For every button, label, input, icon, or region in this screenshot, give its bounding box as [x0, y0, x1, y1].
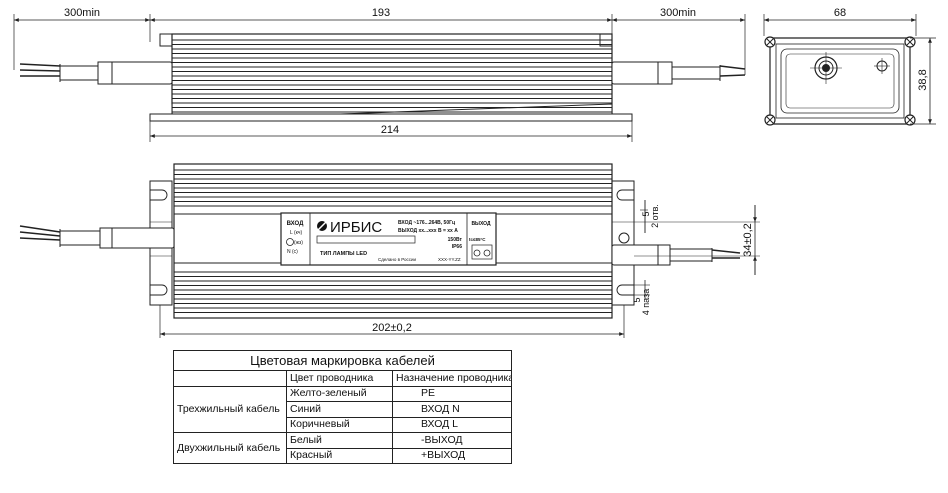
dim-top-left-cable: 300min [64, 7, 100, 19]
top-view [13, 14, 746, 142]
table-row: Коричневый ВХОД L [174, 416, 512, 433]
label-spec-line2: ВЫХОД xx...xxx В = xx А [398, 228, 458, 234]
front-view [19, 163, 760, 338]
label-input-title: ВХОД [287, 221, 305, 227]
table-group-name: Двухжильный кабель [173, 432, 287, 464]
table-cell-color: Белый [286, 432, 393, 449]
label-brand: ИРБИС [330, 219, 382, 236]
screw-icon [904, 114, 916, 126]
dim-end-width: 68 [834, 7, 846, 19]
table-cell-color: Синий [286, 401, 393, 418]
label-lamp-type: ТИП ЛАМПЫ LED [320, 251, 367, 257]
label-made-in: Сделано в России [378, 257, 417, 262]
label-ip: IP66 [452, 244, 463, 250]
table-header-cell [173, 370, 287, 387]
table-cell-purpose: PE [392, 385, 512, 402]
table-cell-color: Красный [286, 447, 393, 464]
table-row: Красный +ВЫХОД [174, 447, 512, 464]
dim-end-height: 38,8 [917, 69, 929, 90]
table-header-cell: Цвет проводника [286, 370, 393, 387]
table-cell-purpose: ВХОД L [392, 416, 512, 433]
dim-top-total: 214 [381, 124, 399, 136]
label-tc: tc≤85°C [469, 237, 486, 242]
table-header-cell: Назначение проводника [392, 370, 512, 387]
brand-logo-icon [316, 220, 328, 232]
dim-top-body: 193 [372, 7, 390, 19]
cable-color-table: Цветовая маркировка кабелей Цвет проводн… [173, 350, 512, 464]
label-input-line: N (с) [287, 249, 298, 255]
label-output-title: ВЫХОД [471, 221, 491, 227]
dim-front-height: 34±0,2 [742, 223, 754, 257]
end-view [763, 14, 936, 126]
label-date-code: XXX-YY.ZZ [438, 257, 461, 262]
screw-icon [764, 114, 776, 126]
table-group-name: Трехжильный кабель [173, 385, 287, 433]
label-spec-line1: ВХОД ~176...264В, 50Гц [398, 220, 456, 226]
table-title: Цветовая маркировка кабелей [173, 350, 512, 371]
dim-front-length: 202±0,2 [372, 322, 412, 334]
table-row: Синий ВХОД N [174, 401, 512, 418]
table-header-row: Цвет проводника Назначение проводника [173, 370, 512, 387]
table-cell-purpose: -ВЫХОД [392, 432, 512, 449]
label-input-line: L (кч) [290, 230, 302, 236]
table-cell-color: Желто-зеленый [286, 385, 393, 402]
table-cell-color: Коричневый [286, 416, 393, 433]
screw-icon [764, 36, 776, 48]
table-cell-purpose: +ВЫХОД [392, 447, 512, 464]
dim-slot-width: 5 [632, 297, 642, 302]
table-row: Двухжильный кабель Белый -ВЫХОД [173, 432, 512, 464]
dim-hole-count: 2 отв. [650, 204, 660, 228]
table-row: Трехжильный кабель Желто-зеленый PE [173, 385, 512, 433]
dim-slot-count: 4 паза [641, 289, 651, 315]
table-cell-purpose: ВХОД N [392, 401, 512, 418]
label-power: 150Вт [448, 237, 463, 243]
screw-icon [904, 36, 916, 48]
dim-hole-dia: 5 [641, 211, 651, 216]
dim-top-right-cable: 300min [660, 7, 696, 19]
product-label: ВХОД L (кч) (жз) N (с) ИРБИС ВХОД ~176..… [287, 219, 491, 262]
label-input-line: (жз) [294, 240, 303, 246]
